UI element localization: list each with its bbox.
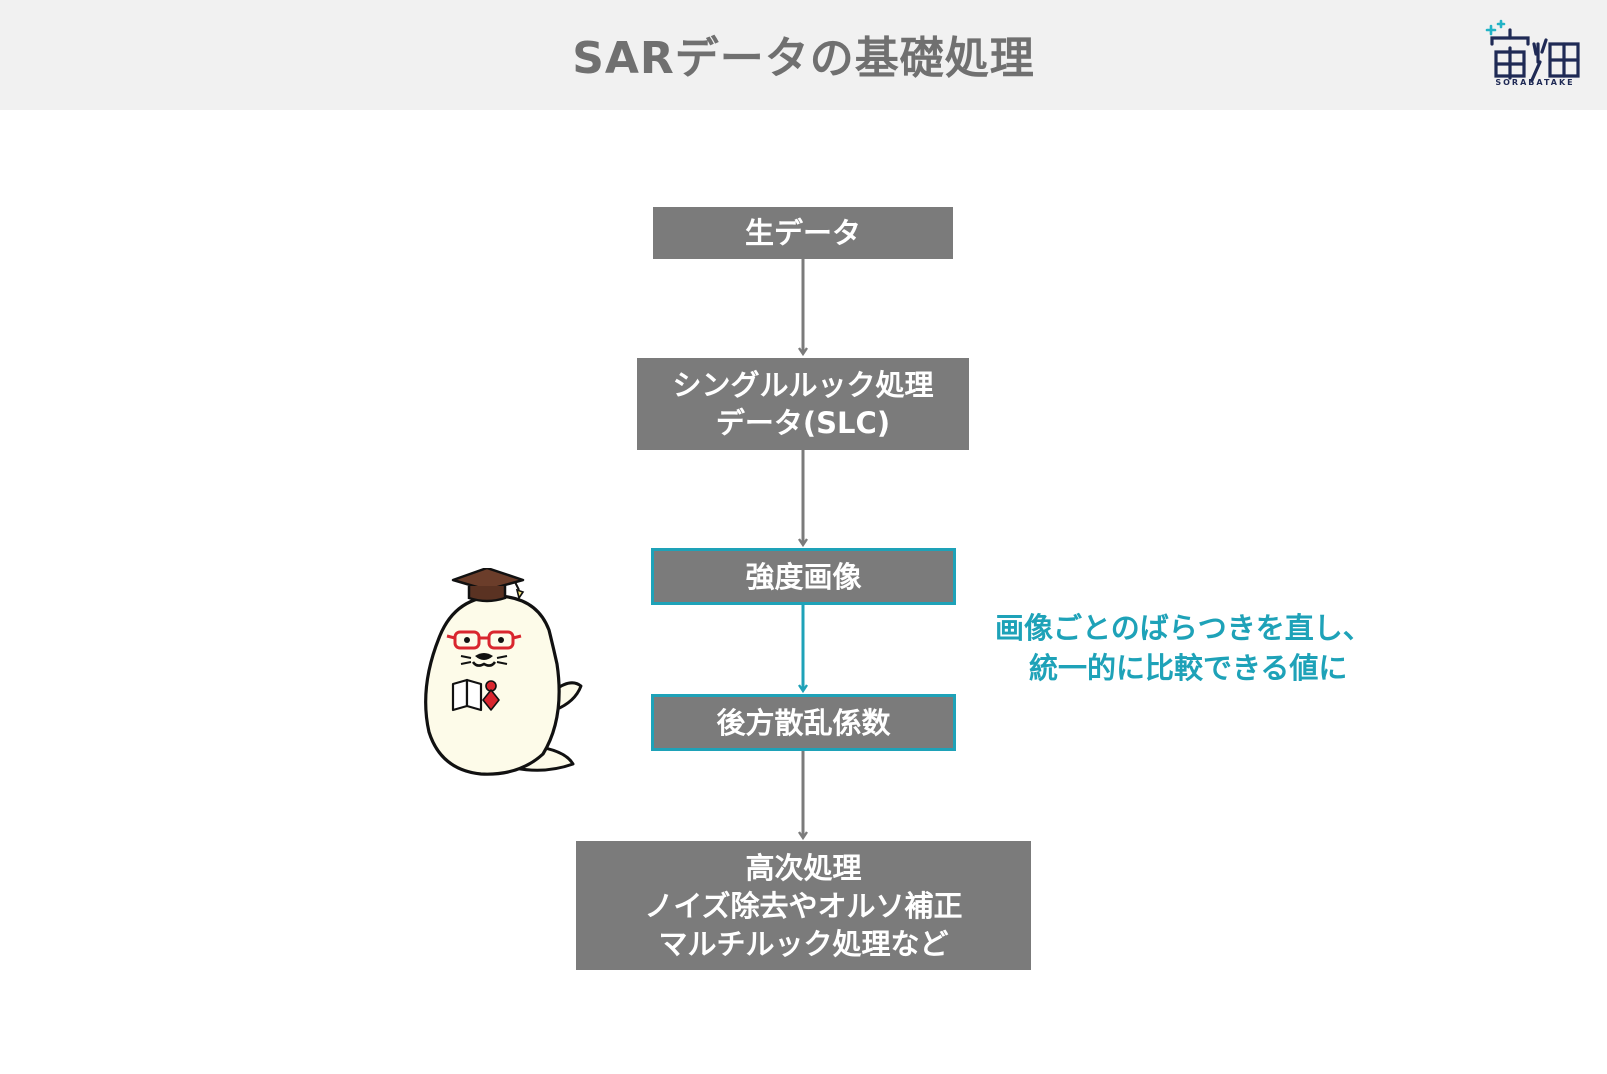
- box-backscatter-coefficient: 後方散乱係数: [651, 694, 956, 751]
- box-higher-line2: ノイズ除去やオルソ補正: [644, 888, 963, 923]
- box-backscatter-label: 後方散乱係数: [716, 705, 891, 740]
- page-title: SARデータの基礎処理: [572, 33, 1035, 84]
- box-higher-line3: マルチルック処理など: [658, 926, 949, 961]
- sorabatake-logo-icon: [1485, 19, 1580, 82]
- annotation-line2: 統一的に比較できる値に: [1029, 651, 1348, 685]
- header-bar: [0, 0, 1607, 110]
- box-slc-line2: データ(SLC): [715, 406, 891, 440]
- box-slc-line1: シングルルック処理: [672, 368, 934, 402]
- box-intensity-label: 強度画像: [745, 559, 862, 594]
- graduate-seal-mascot-icon: [424, 568, 583, 776]
- box-higher-processing: 高次処理 ノイズ除去やオルソ補正 マルチルック処理など: [576, 841, 1031, 970]
- box-raw-data: 生データ: [653, 207, 953, 259]
- box-raw-data-label: 生データ: [744, 216, 861, 250]
- annotation-note: 画像ごとのばらつきを直し、 統一的に比較できる値に: [995, 608, 1415, 688]
- box-single-look-complex: シングルルック処理 データ(SLC): [637, 358, 969, 450]
- logo-text: SORABATAKE: [1495, 78, 1575, 87]
- annotation-line1: 画像ごとのばらつきを直し、: [995, 611, 1372, 645]
- box-higher-line1: 高次処理: [745, 850, 862, 885]
- box-intensity-image: 強度画像: [651, 548, 956, 605]
